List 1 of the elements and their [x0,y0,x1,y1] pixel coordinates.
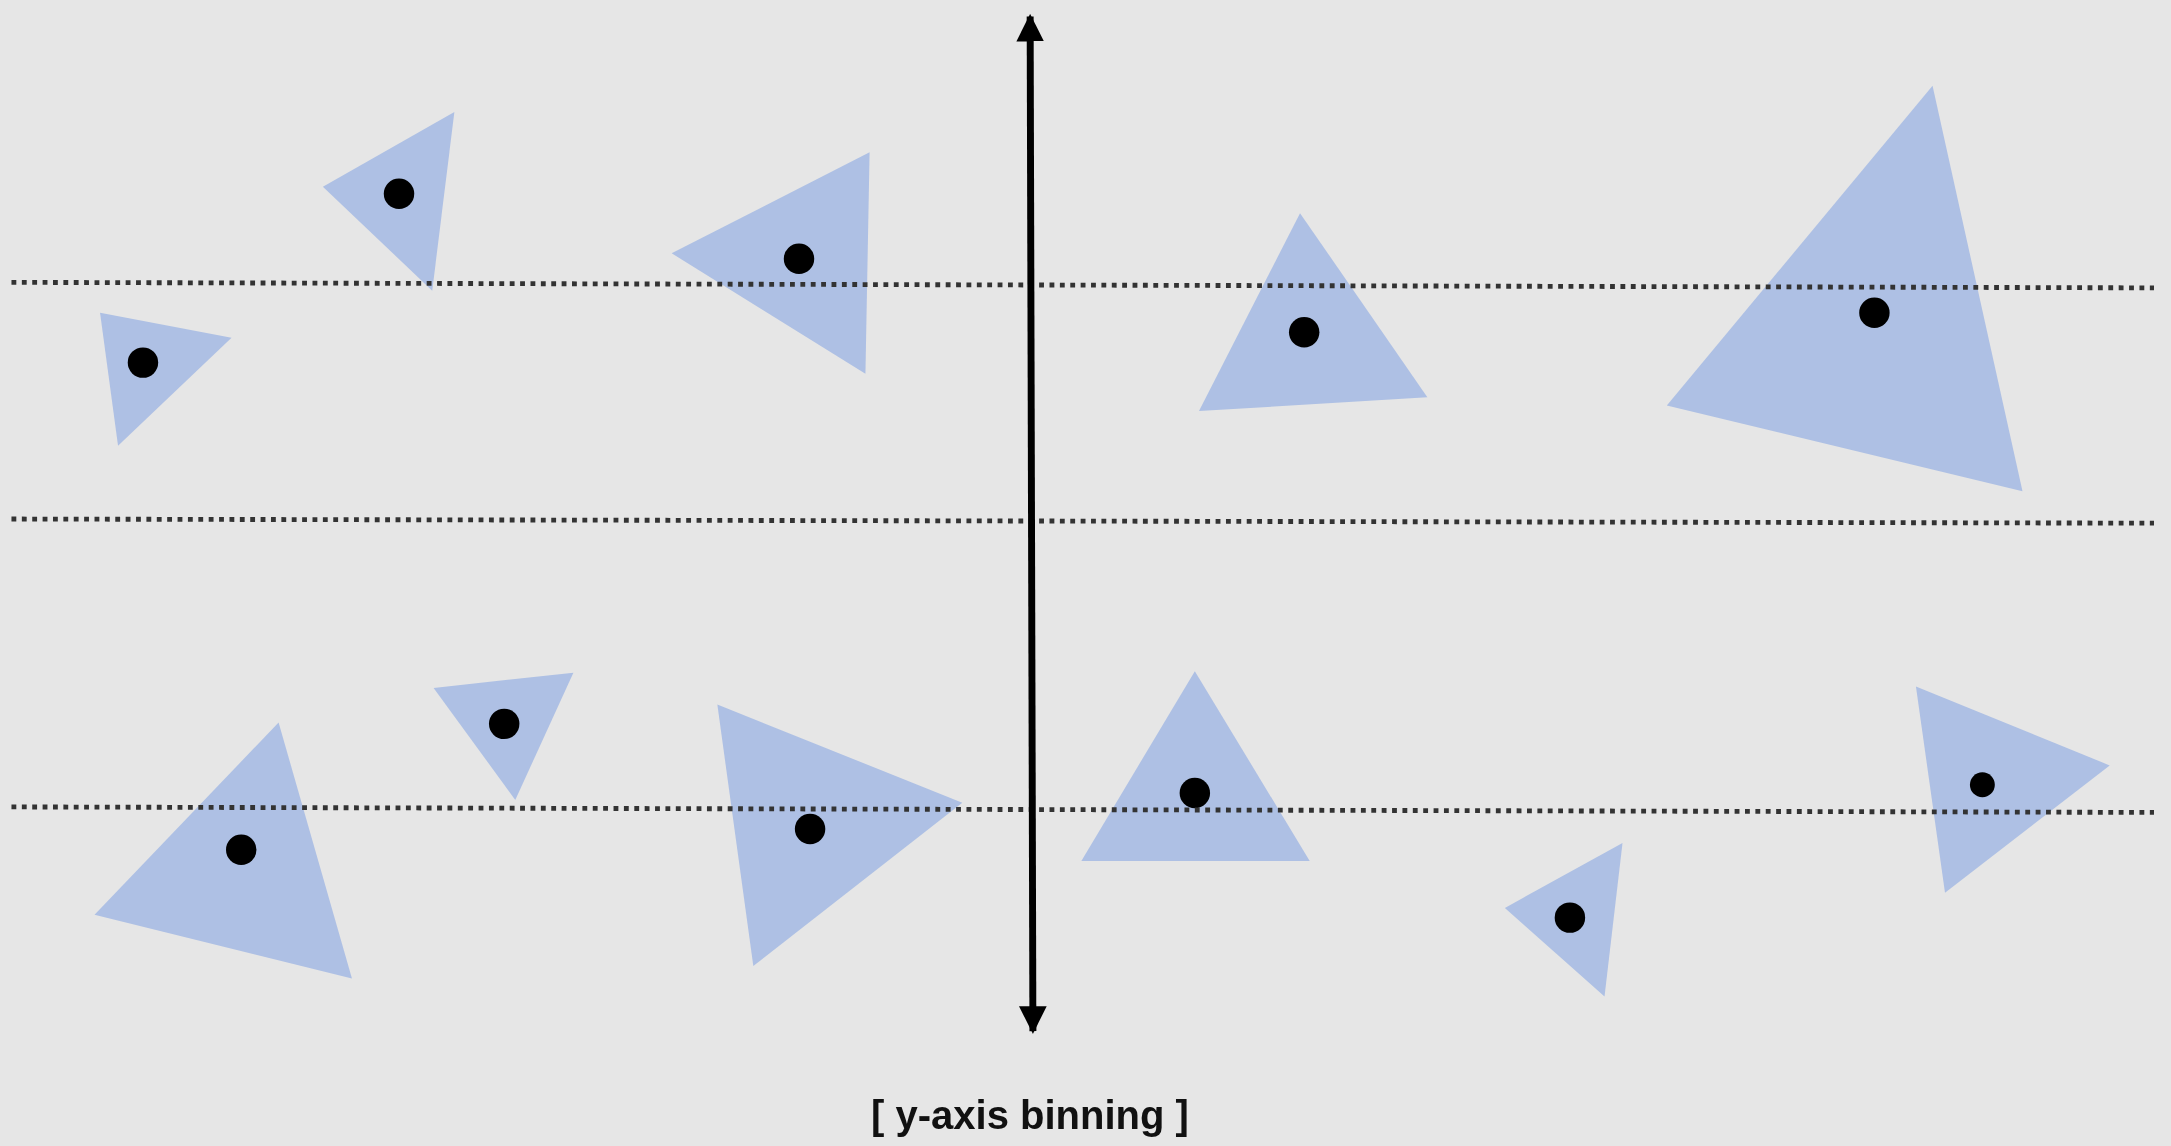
axis-caption: [ y-axis binning ] [871,1093,1189,1138]
